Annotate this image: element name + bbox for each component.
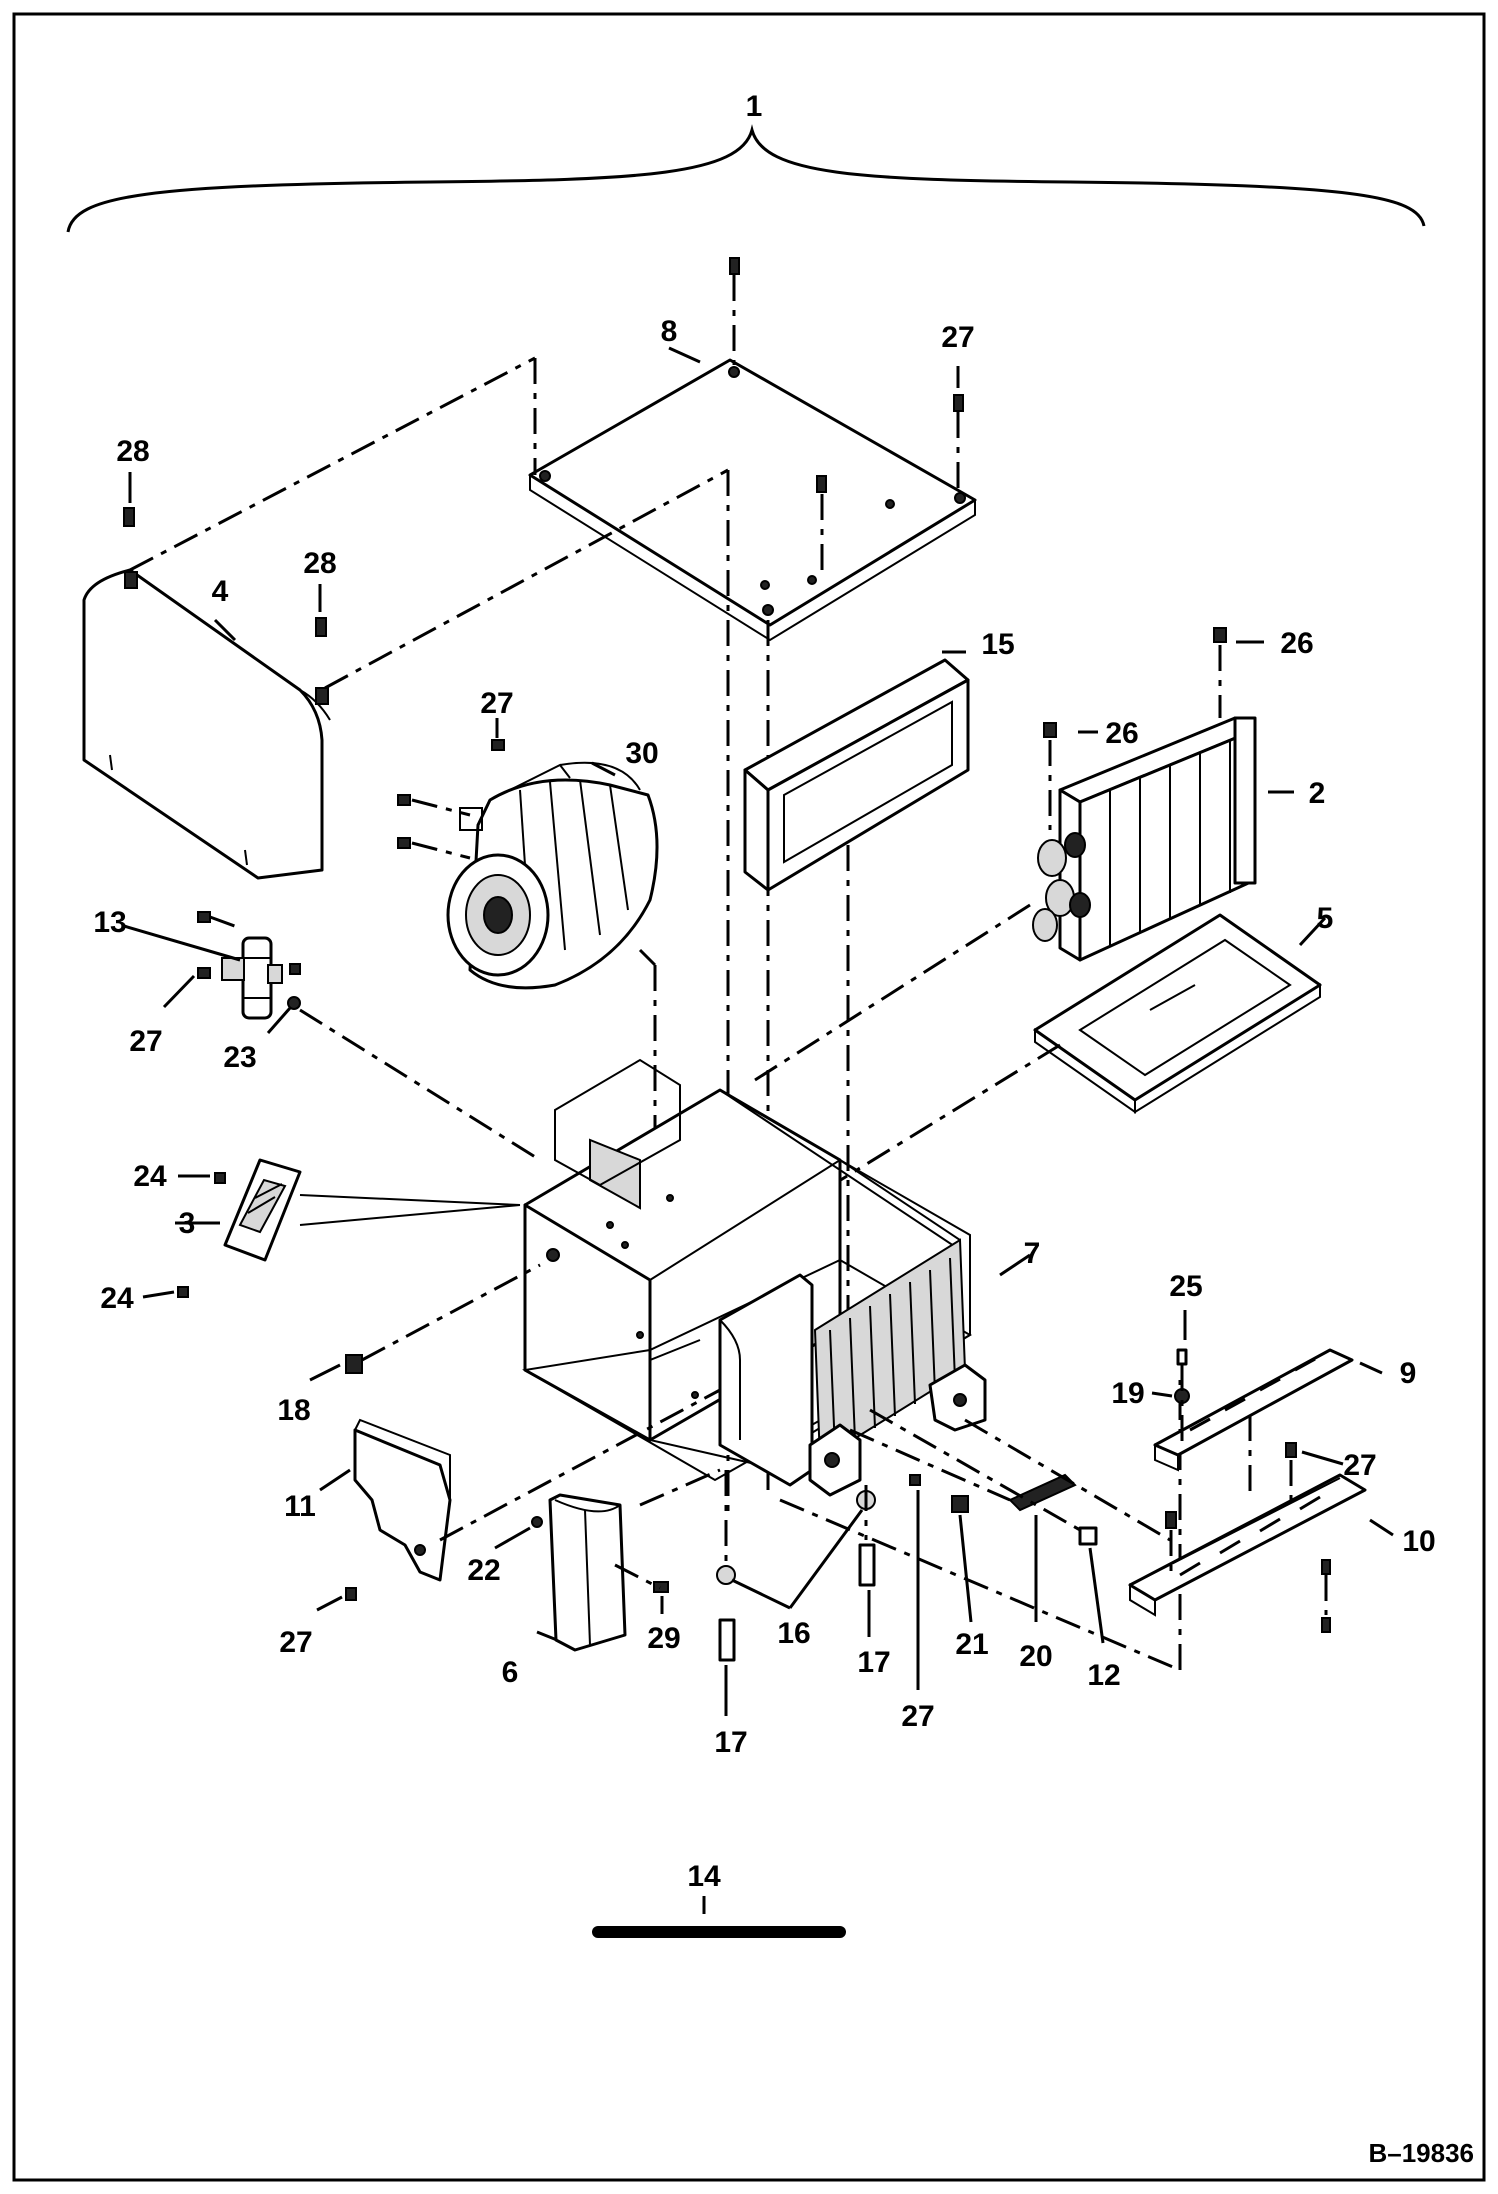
screw-26-side xyxy=(1043,722,1057,738)
nut-13 xyxy=(289,963,301,975)
screw-24-top xyxy=(214,1172,226,1184)
screw-rail-c xyxy=(1165,1511,1177,1529)
callout-20: 20 xyxy=(1019,1640,1052,1673)
callout-25: 25 xyxy=(1169,1270,1202,1303)
rail-9 xyxy=(1153,1348,1354,1472)
screw-27-rail xyxy=(1285,1442,1297,1458)
callout-1: 1 xyxy=(746,90,763,123)
screw-plate xyxy=(816,475,827,493)
callout-30: 30 xyxy=(625,737,658,770)
heater-core xyxy=(1032,716,1257,962)
callout-23: 23 xyxy=(223,1041,256,1074)
callout-9: 9 xyxy=(1400,1357,1417,1390)
callout-3: 3 xyxy=(179,1207,196,1240)
callout-27-rail: 27 xyxy=(1343,1449,1376,1482)
nut-21 xyxy=(951,1495,969,1513)
callout-11: 11 xyxy=(284,1490,316,1523)
callout-29: 29 xyxy=(647,1622,680,1655)
nut-23 xyxy=(287,996,301,1010)
filter-panel xyxy=(743,658,970,892)
callout-27-bracket: 27 xyxy=(279,1626,312,1659)
blower-assembly xyxy=(446,761,659,990)
frame-border xyxy=(12,12,1486,2182)
callout-15: 15 xyxy=(981,628,1014,661)
screw-27-top xyxy=(953,394,964,412)
screw-24-bottom xyxy=(177,1286,189,1298)
screw-25 xyxy=(1176,1348,1188,1366)
callout-14: 14 xyxy=(687,1860,721,1893)
callout-21: 21 xyxy=(955,1628,988,1661)
callout-5: 5 xyxy=(1317,902,1334,935)
front-cover xyxy=(82,568,331,880)
callout-26a: 26 xyxy=(1280,627,1313,660)
callout-2: 2 xyxy=(1309,777,1326,810)
bracket-20 xyxy=(1008,1473,1077,1512)
callout-18: 18 xyxy=(277,1394,310,1427)
screw-28-right xyxy=(315,617,327,637)
clip-17-a xyxy=(718,1618,736,1662)
screw-26-top xyxy=(1213,627,1227,643)
side-bracket-11 xyxy=(353,1418,452,1582)
callout-6: 6 xyxy=(502,1656,519,1689)
callout-4: 4 xyxy=(212,575,229,608)
callout-labels: 1 2 3 4 5 6 7 8 9 10 11 12 13 14 15 16 1… xyxy=(93,90,1435,1893)
screw-27-bottom xyxy=(909,1474,921,1486)
callout-28b: 28 xyxy=(303,547,336,580)
screw-blower-b xyxy=(397,837,411,849)
rail-10 xyxy=(1128,1473,1367,1617)
figure-id: B–19836 xyxy=(1368,2138,1474,2168)
clip-17-b xyxy=(858,1543,876,1587)
callout-24a: 24 xyxy=(133,1160,167,1193)
screw-29 xyxy=(653,1581,669,1593)
screw-27-thermostat xyxy=(197,967,211,979)
duct-channel-6 xyxy=(548,1493,627,1652)
screw-top xyxy=(729,257,740,275)
callout-27-thermostat: 27 xyxy=(129,1025,162,1058)
callout-28a: 28 xyxy=(116,435,149,468)
main-housing xyxy=(522,1058,987,1497)
grommet-18 xyxy=(345,1354,363,1374)
screw-rail-a xyxy=(1321,1559,1331,1575)
callout-8: 8 xyxy=(661,315,678,348)
assembly-brace xyxy=(66,124,1426,233)
callout-10: 10 xyxy=(1402,1525,1435,1558)
callout-26b: 26 xyxy=(1105,717,1138,750)
screw-27-bracket xyxy=(345,1587,357,1601)
callout-16: 16 xyxy=(777,1617,810,1650)
callout-17b: 17 xyxy=(714,1726,747,1759)
drain-tray xyxy=(1033,913,1322,1114)
screw-27-blower xyxy=(491,739,505,751)
grommet-16-a xyxy=(716,1565,736,1585)
block-12 xyxy=(1078,1526,1098,1546)
callout-19: 19 xyxy=(1111,1377,1144,1410)
thermostat xyxy=(221,936,283,1020)
callout-24b: 24 xyxy=(100,1282,134,1315)
callout-27-top: 27 xyxy=(941,321,974,354)
screw-28-left xyxy=(123,507,135,527)
callout-12: 12 xyxy=(1087,1659,1120,1692)
top-cover-plate xyxy=(528,358,977,642)
callout-27-blower: 27 xyxy=(480,687,513,720)
vent-louver xyxy=(223,1158,302,1262)
callout-17a: 17 xyxy=(857,1646,890,1679)
screw-blower-a xyxy=(397,794,411,806)
screw-13-top xyxy=(197,911,211,923)
nut-22 xyxy=(531,1516,543,1528)
callout-13: 13 xyxy=(93,906,126,939)
screw-rail-b xyxy=(1321,1617,1331,1633)
callout-7: 7 xyxy=(1024,1237,1041,1270)
leader-lines xyxy=(123,346,1394,1716)
callout-22: 22 xyxy=(467,1554,500,1587)
callout-27-bottom: 27 xyxy=(901,1700,934,1733)
